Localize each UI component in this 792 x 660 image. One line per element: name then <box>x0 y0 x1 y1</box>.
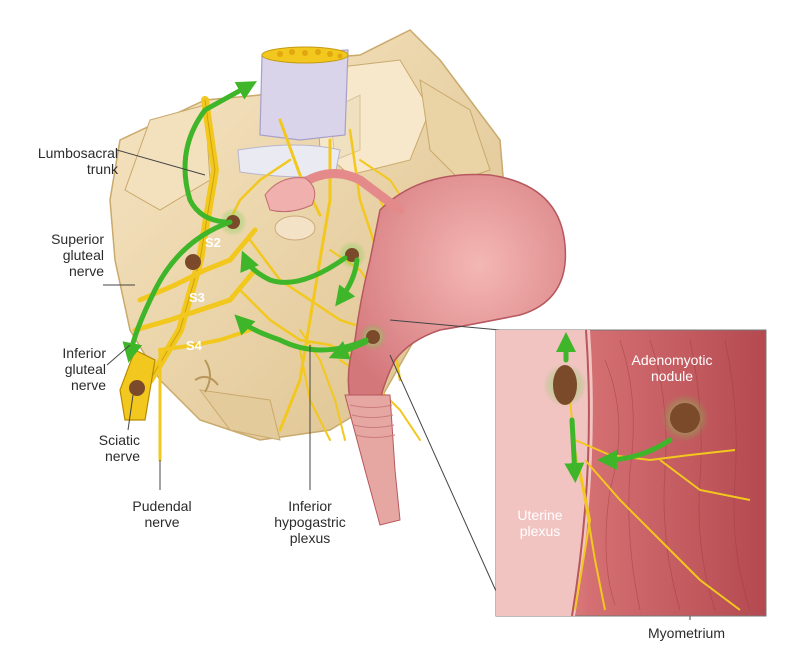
label-superior-gluteal-nerve: Superior gluteal nerve <box>10 231 104 279</box>
label-line: Superior <box>10 231 104 247</box>
label-line: nerve <box>10 377 106 393</box>
label-line: nerve <box>120 514 204 530</box>
segment-s4: S4 <box>186 338 202 353</box>
label-line: Uterine <box>506 507 574 523</box>
label-inferior-gluteal-nerve: Inferior gluteal nerve <box>10 345 106 393</box>
label-inferior-hypogastric-plexus: Inferior hypogastric plexus <box>262 498 358 546</box>
label-pudendal-nerve: Pudendal nerve <box>120 498 204 530</box>
label-line: trunk <box>10 161 118 177</box>
segment-s2: S2 <box>205 235 221 250</box>
label-myometrium: Myometrium <box>648 625 725 641</box>
label-line: Inferior <box>10 345 106 361</box>
label-adenomyotic-nodule: Adenomyotic nodule <box>624 352 720 384</box>
label-line: gluteal <box>10 247 104 263</box>
label-line: gluteal <box>10 361 106 377</box>
label-line: plexus <box>262 530 358 546</box>
label-uterine-plexus: Uterine plexus <box>506 507 574 539</box>
label-line: nodule <box>624 368 720 384</box>
label-lumbosacral-trunk: Lumbosacral trunk <box>10 145 118 177</box>
label-line: Inferior <box>262 498 358 514</box>
label-line: Sciatic <box>40 432 140 448</box>
label-line: nerve <box>10 263 104 279</box>
label-line: hypogastric <box>262 514 358 530</box>
label-line: Pudendal <box>120 498 204 514</box>
segment-s3: S3 <box>189 290 205 305</box>
label-line: Lumbosacral <box>10 145 118 161</box>
label-line: plexus <box>506 523 574 539</box>
label-line: nerve <box>40 448 140 464</box>
label-sciatic-nerve: Sciatic nerve <box>40 432 140 464</box>
label-line: Adenomyotic <box>624 352 720 368</box>
